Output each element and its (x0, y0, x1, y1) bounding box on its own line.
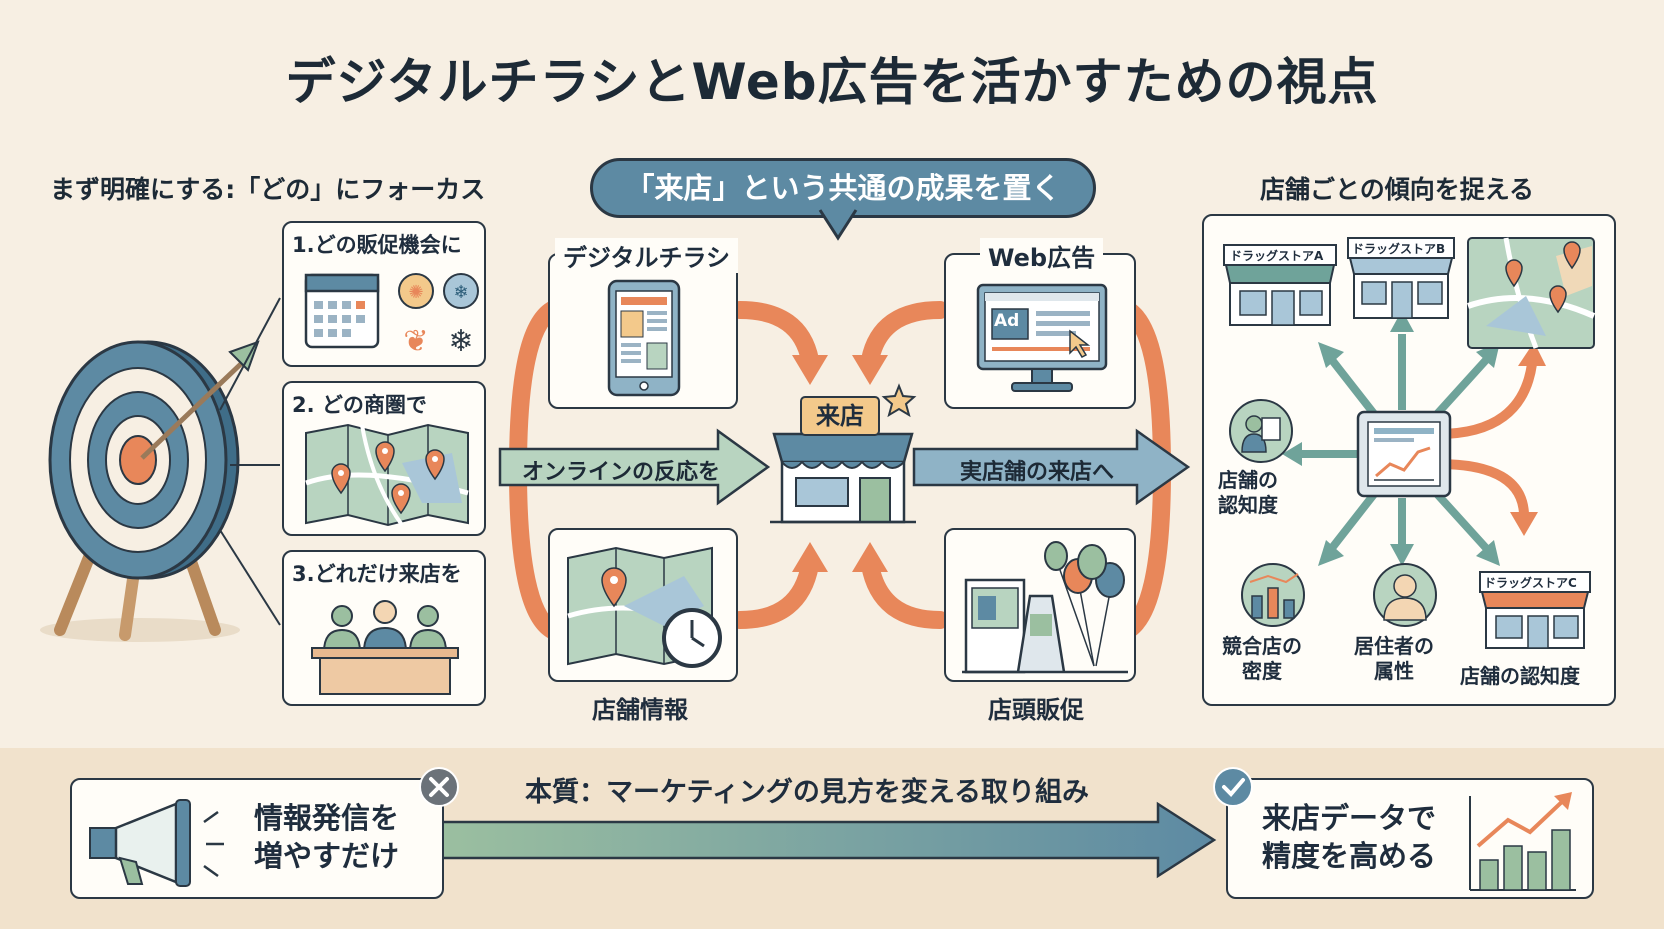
megaphone-icon (89, 799, 224, 887)
storefront-promo-icon (962, 541, 1128, 674)
residents-icon (1373, 563, 1437, 627)
svg-text:✺: ✺ (408, 282, 423, 303)
map-icon (305, 423, 469, 527)
awareness-icon (1229, 399, 1293, 463)
after-card: 来店データで 精度を高める (1226, 778, 1594, 899)
online-arrow (498, 428, 771, 506)
svg-text:❦: ❦ (403, 324, 428, 359)
store-icon (770, 432, 916, 524)
storefront-promo-label: 店頭販促 (988, 696, 1084, 724)
store-info-label: 店舗情報 (592, 696, 688, 724)
store-visit-arrow (912, 428, 1191, 506)
competitor-density-icon (1241, 563, 1305, 627)
competitor-label: 競合店の 密度 (1222, 634, 1302, 683)
web-ad-card: Ad (944, 253, 1136, 409)
calendar-icon: ✺ ❄ ❦ ❄ (304, 273, 479, 359)
common-goal-bubble: 「来店」という共通の成果を置く (590, 158, 1096, 218)
people-icon (311, 600, 459, 695)
ad-badge: Ad (994, 311, 1020, 331)
store-sign: 来店 (800, 396, 880, 436)
store-b-icon (1347, 237, 1455, 319)
connector-lines (219, 297, 281, 626)
focus-card-promo-label: 1.どの販促機会に (292, 233, 462, 257)
store-c-icon (1479, 571, 1591, 649)
focus-card-visits: 3.どれだけ来店を (282, 550, 486, 706)
awareness-left-label: 店舗の 認知度 (1218, 468, 1278, 517)
awareness-bottom-label: 店舗の認知度 (1460, 664, 1580, 688)
store-map-icon (567, 546, 722, 668)
store-a-label: ドラッグストアA (1230, 249, 1324, 263)
store-info-card (548, 528, 738, 682)
store-b-label: ドラッグストアB (1352, 242, 1446, 256)
smartphone-icon (607, 279, 681, 397)
digital-flyer-label: デジタルチラシ (555, 238, 739, 273)
after-text: 来店データで 精度を高める (1262, 801, 1437, 873)
svg-text:❄: ❄ (448, 324, 473, 359)
target-icon (40, 340, 260, 642)
storefront-promo-card (944, 528, 1136, 682)
focus-card-promo: 1.どの販促機会に ✺ ❄ ❦ ❄ (282, 221, 486, 367)
area-map-icon (1467, 237, 1596, 349)
web-ad-label: Web広告 (980, 238, 1104, 273)
star-icon (881, 383, 917, 418)
store-a-icon (1223, 244, 1337, 326)
store-c-label: ドラッグストアC (1484, 576, 1577, 590)
focus-card-area-label: 2. どの商圏で (292, 393, 427, 417)
residents-label: 居住者の 属性 (1354, 634, 1434, 683)
digital-flyer-card (548, 253, 738, 409)
cross-icon (419, 767, 459, 807)
monitor-icon (976, 283, 1108, 392)
focus-card-visits-label: 3.どれだけ来店を (292, 562, 462, 586)
store-visit-arrow-label: 実店舗の来店へ (960, 460, 1115, 485)
before-card: 情報発信を 増やすだけ (70, 778, 444, 899)
bubble-tail (818, 209, 858, 241)
online-arrow-label: オンラインの反応を (522, 460, 721, 485)
analytics-icon (1356, 410, 1452, 498)
before-text: 情報発信を 増やすだけ (254, 801, 400, 873)
check-icon (1213, 767, 1253, 807)
growth-chart-icon (1469, 792, 1576, 891)
svg-text:❄: ❄ (453, 282, 468, 303)
transformation-arrow (440, 801, 1217, 879)
page-title: デジタルチラシとWeb広告を活かすための視点 (285, 53, 1379, 111)
bottom-caption: 本質：マーケティングの見方を変える取り組み (525, 777, 1090, 808)
right-heading: 店舗ごとの傾向を捉える (1260, 175, 1535, 204)
left-heading: まず明確にする:「どの」にフォーカス (50, 175, 486, 204)
focus-card-area: 2. どの商圏で (282, 381, 486, 536)
